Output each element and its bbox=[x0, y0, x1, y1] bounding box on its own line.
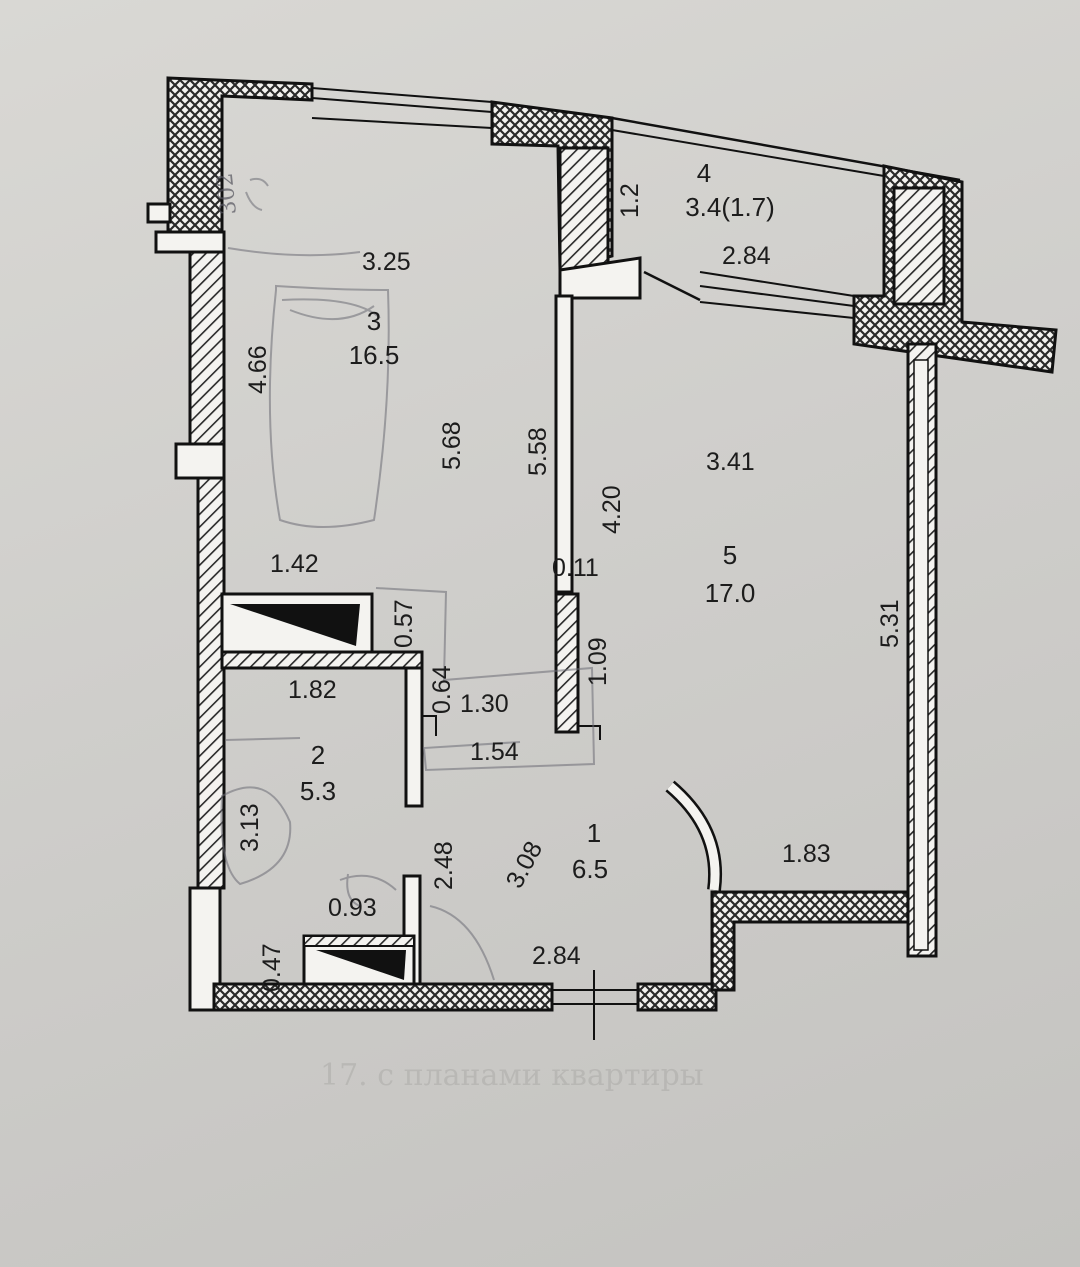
wall-bath-right bbox=[404, 666, 424, 808]
dim-room3-center: 5.68 bbox=[438, 421, 466, 470]
room5-area: 17.0 bbox=[705, 578, 756, 608]
dim-room4-depth: 1.2 bbox=[616, 183, 644, 218]
room5-number: 5 bbox=[723, 540, 737, 570]
room3-number: 3 bbox=[367, 306, 381, 336]
room4-number: 4 bbox=[697, 158, 711, 188]
room2-area: 5.3 bbox=[300, 776, 336, 806]
partition-stub bbox=[554, 592, 580, 734]
wall-bottom-left bbox=[212, 982, 554, 1012]
dim-room5-width: 3.41 bbox=[706, 448, 755, 476]
dim-room3-left: 4.66 bbox=[244, 345, 272, 394]
dim-bottom-closet-depth: 0.47 bbox=[258, 943, 286, 992]
dim-room2-depth: 3.13 bbox=[236, 803, 264, 852]
dim-entry-width: 2.84 bbox=[532, 942, 581, 970]
dim-closet-depth: 0.57 bbox=[390, 599, 418, 648]
plan-drawing: 3.25 4.66 5.68 5.58 1.2 2.84 3.41 4.20 5… bbox=[146, 76, 1058, 1040]
wall-notch bbox=[146, 202, 172, 224]
dim-hall-diag: 3.08 bbox=[501, 837, 549, 893]
room2-number: 2 bbox=[311, 740, 325, 770]
wall-column bbox=[558, 146, 610, 274]
dim-room3-right: 5.58 bbox=[524, 427, 552, 476]
wall-left-upper bbox=[188, 250, 226, 460]
wall-bath-top bbox=[220, 650, 424, 670]
room3-area: 16.5 bbox=[349, 340, 400, 370]
room4-area: 3.4(1.7) bbox=[685, 192, 775, 222]
dim-hall-len: 1.54 bbox=[470, 738, 519, 766]
room1-number: 1 bbox=[587, 818, 601, 848]
room1-area: 6.5 bbox=[572, 854, 608, 884]
dim-closet-width: 1.42 bbox=[270, 550, 319, 578]
dim-door-gap: 0.64 bbox=[428, 665, 456, 714]
wall-sill bbox=[154, 230, 226, 254]
dim-room2-width: 1.82 bbox=[288, 676, 337, 704]
wall-balcony-right bbox=[852, 164, 1058, 374]
partition-3-5 bbox=[554, 294, 574, 594]
wall-left-pilaster bbox=[174, 442, 226, 480]
dim-hall-width: 1.30 bbox=[460, 690, 509, 718]
dim-room5-right: 5.31 bbox=[876, 599, 904, 648]
dim-room5-left: 4.20 bbox=[598, 485, 626, 534]
dim-room4-width: 2.84 bbox=[722, 242, 771, 270]
dim-bottom-closet-width: 0.93 bbox=[328, 894, 377, 922]
wall-hall-room5 bbox=[710, 890, 910, 992]
wall-left-lower bbox=[196, 476, 226, 890]
handwritten-note: 302 bbox=[213, 172, 242, 216]
background-text: 17. с планами квартиры bbox=[320, 1058, 704, 1093]
dim-room5-lower: 1.83 bbox=[782, 840, 831, 868]
dim-room3-width: 3.25 bbox=[362, 248, 411, 276]
dim-hall-depth: 2.48 bbox=[430, 841, 458, 890]
wall-bottom-right bbox=[636, 982, 718, 1012]
dim-wall-stub: 0.11 bbox=[552, 554, 599, 582]
dim-wall-stub-len: 1.09 bbox=[584, 637, 612, 686]
